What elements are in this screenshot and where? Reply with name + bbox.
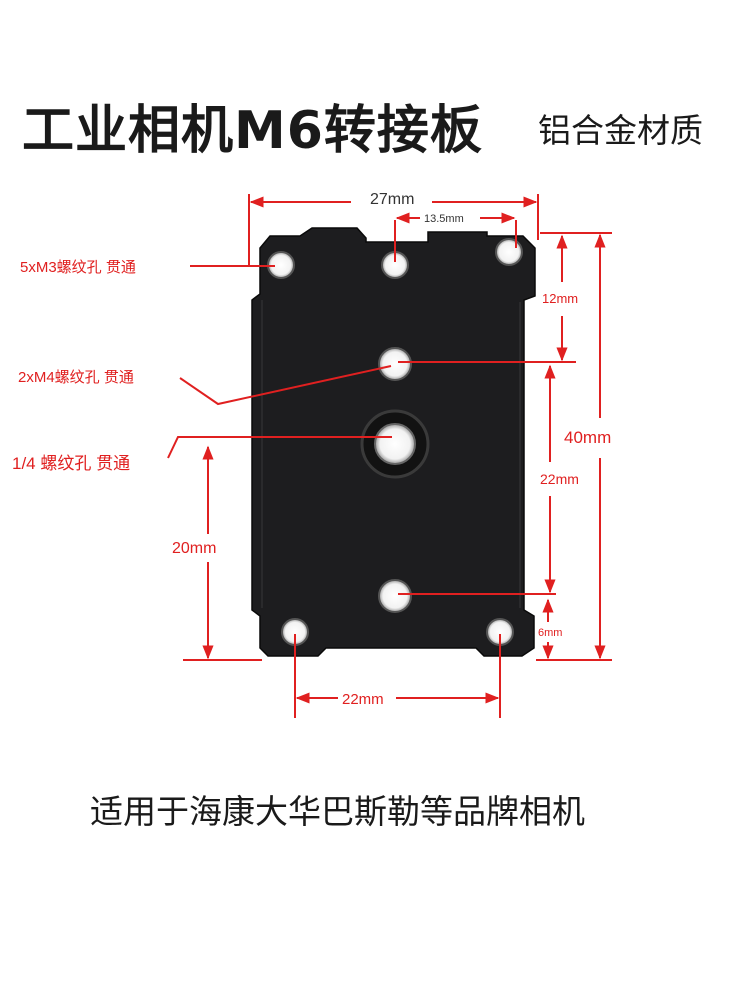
- leader-quarter: [167, 436, 392, 459]
- callout-m3-holes: 5xM3螺纹孔 贯通: [20, 259, 136, 276]
- m3-hole: [495, 238, 523, 266]
- dim-right-lower: 6mm: [538, 627, 562, 639]
- callout-quarter-hole: 1/4 螺纹孔 贯通: [12, 454, 130, 473]
- leader-m4: [179, 365, 392, 406]
- dim-left-height: 20mm: [172, 540, 216, 557]
- dim-right-total: 40mm: [564, 428, 611, 447]
- compatibility-caption: 适用于海康大华巴斯勒等品牌相机: [90, 792, 585, 831]
- dim-right-middle: 22mm: [540, 471, 579, 487]
- callout-m4-holes: 2xM4螺纹孔 贯通: [18, 369, 134, 386]
- dim-right-upper: 12mm: [542, 291, 578, 306]
- m4-hole: [378, 579, 412, 613]
- dim-top-width: 27mm: [370, 191, 414, 208]
- dim-bottom-width: 22mm: [342, 691, 384, 708]
- page-title: 工业相机M6转接板: [22, 101, 483, 161]
- dim-top-spacing: 13.5mm: [424, 213, 464, 225]
- m4-hole: [378, 347, 412, 381]
- material-subtitle: 铝合金材质: [538, 111, 703, 150]
